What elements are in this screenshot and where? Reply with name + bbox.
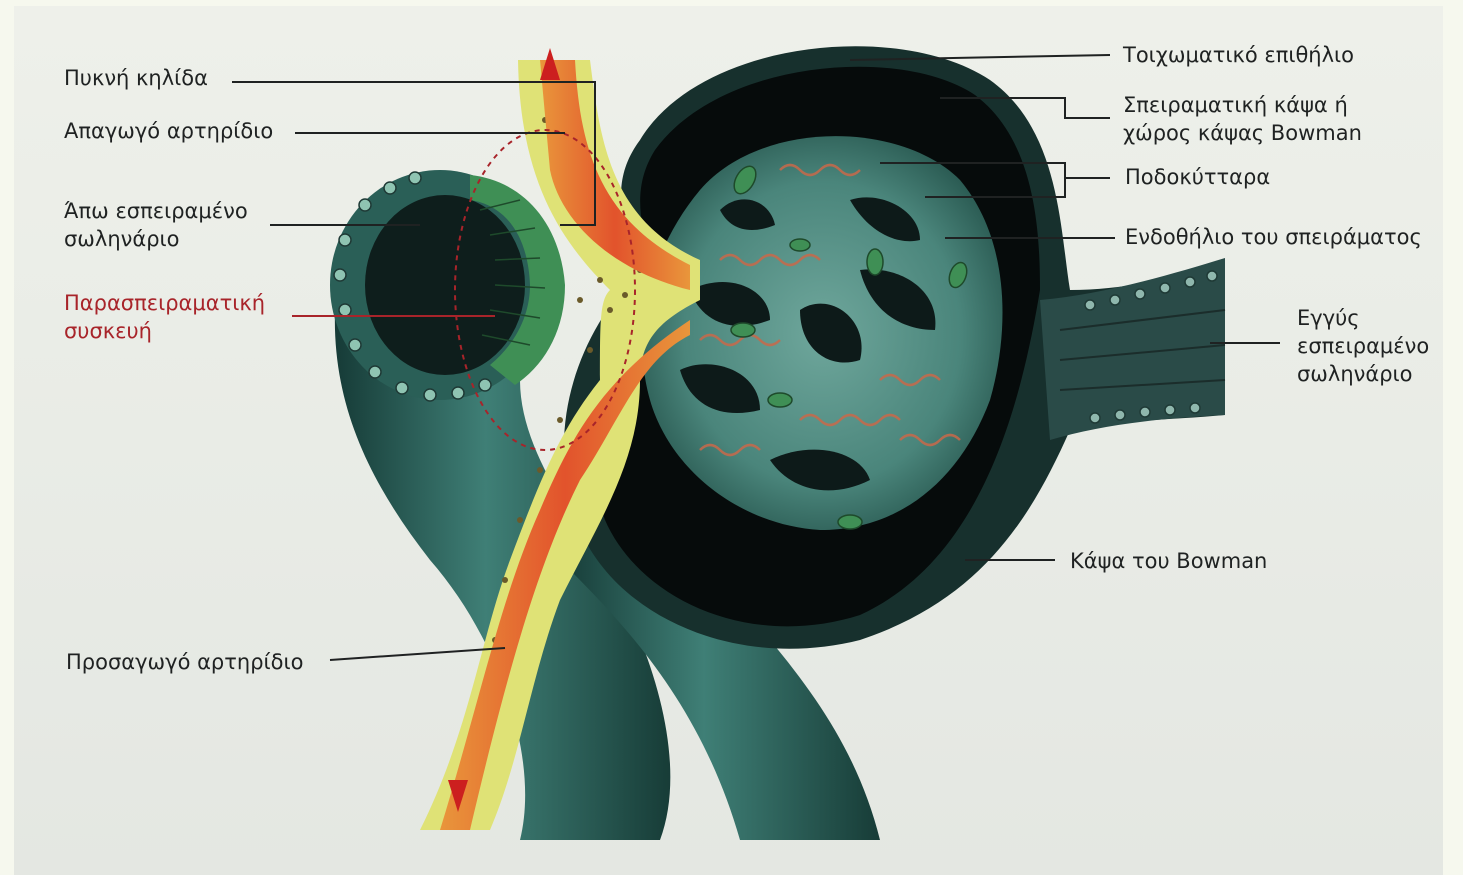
label-proximal-tubule: Εγγύς εσπειραμένο σωληνάριο <box>1297 304 1429 388</box>
label-bowman-space: Σπειραματική κάψα ή χώρος κάψας Bowman <box>1123 91 1362 147</box>
label-proximal-tubule-line-3: σωληνάριο <box>1297 360 1429 388</box>
label-distal-tubule-line-2: σωληνάριο <box>64 225 248 253</box>
label-distal-tubule: Άπω εσπειραμένο σωληνάριο <box>64 197 248 253</box>
label-efferent-arteriole: Απαγωγό αρτηρίδιο <box>64 117 273 145</box>
label-proximal-tubule-line-1: Εγγύς <box>1297 304 1429 332</box>
label-afferent-arteriole: Προσαγωγό αρτηρίδιο <box>66 648 303 676</box>
label-juxtaglomerular-line-1: Παρασπειραματική <box>64 289 265 317</box>
label-juxtaglomerular-apparatus: Παρασπειραματική συσκευή <box>64 289 265 345</box>
glomerulus-shape <box>642 136 1002 530</box>
label-bowman-capsule: Κάψα του Bowman <box>1070 547 1267 575</box>
label-podocytes: Ποδοκύτταρα <box>1125 163 1270 191</box>
label-glomerular-endothelium: Ενδοθήλιο του σπειράματος <box>1125 223 1422 251</box>
label-bowman-space-line-1: Σπειραματική κάψα ή <box>1123 91 1362 119</box>
label-macula-densa: Πυκνή κηλίδα <box>64 64 208 92</box>
label-distal-tubule-line-1: Άπω εσπειραμένο <box>64 197 248 225</box>
label-bowman-space-line-2: χώρος κάψας Bowman <box>1123 119 1362 147</box>
label-proximal-tubule-line-2: εσπειραμένο <box>1297 332 1429 360</box>
label-parietal-epithelium: Τοιχωματικό επιθήλιο <box>1123 41 1354 69</box>
distal-tubule-shape <box>330 170 565 401</box>
label-juxtaglomerular-line-2: συσκευή <box>64 317 265 345</box>
